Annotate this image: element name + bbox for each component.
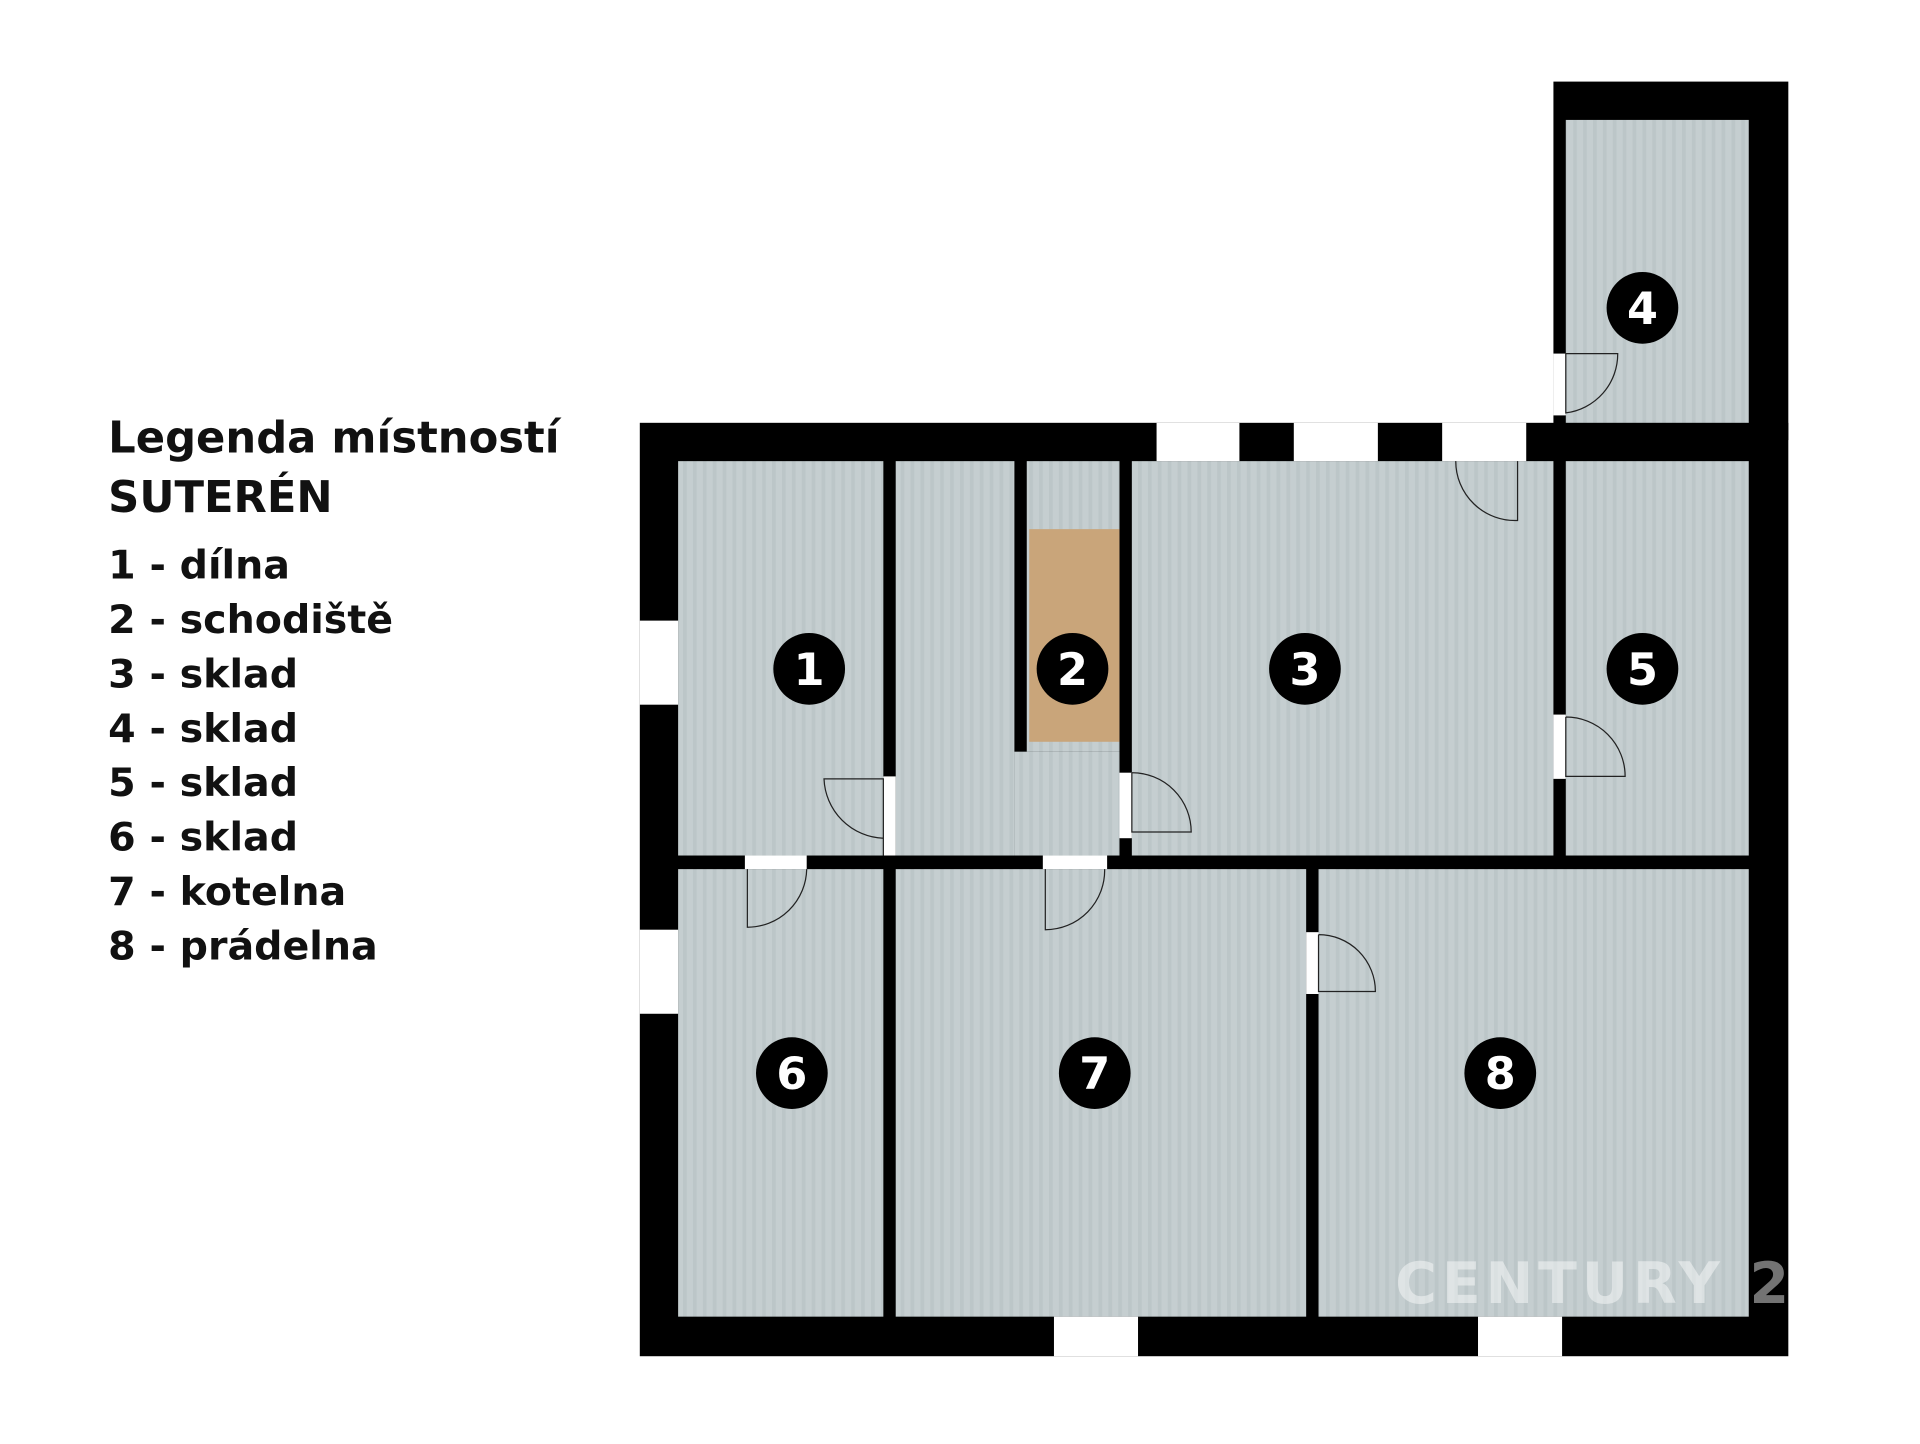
room-markers: 1 2 3 4 5 6 7 8: [756, 271, 1679, 1109]
room-3-floor: [1131, 461, 1554, 856]
room-8-floor: [1318, 869, 1749, 1317]
room-marker-2: 2: [1036, 632, 1109, 705]
legend-item: 6 - sklad: [108, 815, 298, 861]
legend-item: 7 - kotelna: [108, 869, 346, 915]
legend-title: Legenda místností: [108, 413, 562, 463]
svg-text:1: 1: [794, 645, 825, 696]
legend-item: 4 - sklad: [108, 706, 298, 752]
svg-text:6: 6: [776, 1049, 807, 1100]
windows: [639, 422, 1563, 1357]
room-marker-8: 8: [1464, 1037, 1537, 1109]
floors: [678, 119, 1749, 1317]
doors: [744, 352, 1626, 994]
svg-text:7: 7: [1079, 1049, 1110, 1100]
legend-item: 3 - sklad: [108, 651, 298, 697]
room-4-floor: [1565, 119, 1749, 423]
legend-item: 2 - schodiště: [108, 597, 393, 643]
svg-text:4: 4: [1627, 284, 1658, 335]
room-marker-3: 3: [1269, 632, 1341, 705]
svg-text:2: 2: [1057, 645, 1088, 696]
svg-text:3: 3: [1289, 645, 1320, 696]
legend: Legenda místností SUTERÉN 1 - dílna 2 - …: [108, 413, 562, 969]
legend-item: 5 - sklad: [108, 760, 298, 806]
room-marker-1: 1: [773, 632, 846, 705]
svg-text:8: 8: [1485, 1049, 1516, 1100]
room-marker-6: 6: [756, 1037, 828, 1109]
room-marker-7: 7: [1058, 1037, 1131, 1109]
legend-item: 1 - dílna: [108, 543, 290, 589]
room-marker-5: 5: [1606, 632, 1679, 705]
corridor-floor: [895, 461, 1015, 856]
watermark: CENTURY 21: [1395, 1251, 1838, 1317]
legend-item: 8 - prádelna: [108, 923, 377, 969]
legend-subtitle: SUTERÉN: [108, 472, 332, 523]
svg-text:5: 5: [1627, 645, 1658, 696]
room-marker-4: 4: [1606, 271, 1679, 344]
